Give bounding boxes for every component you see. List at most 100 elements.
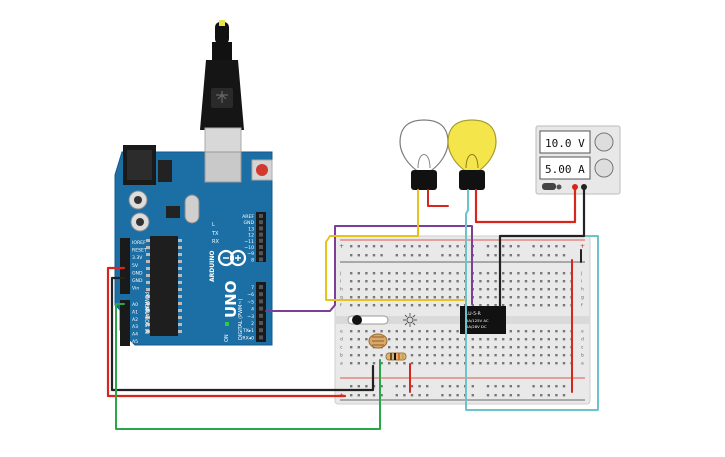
breadboard-hole[interactable] bbox=[380, 385, 383, 388]
breadboard-hole[interactable] bbox=[426, 385, 429, 388]
breadboard-hole[interactable] bbox=[547, 354, 550, 357]
breadboard-hole[interactable] bbox=[502, 346, 505, 349]
breadboard-hole[interactable] bbox=[448, 280, 452, 283]
header-pin[interactable] bbox=[259, 226, 263, 231]
breadboard-hole[interactable] bbox=[365, 338, 368, 341]
wire-black-gnd[interactable] bbox=[110, 276, 375, 392]
header-pin[interactable] bbox=[259, 328, 263, 333]
breadboard-hole[interactable] bbox=[418, 394, 421, 397]
power-supply[interactable]: 10.0 V 5.00 A bbox=[535, 125, 621, 195]
breadboard-hole[interactable] bbox=[540, 354, 543, 357]
breadboard-hole[interactable] bbox=[372, 304, 376, 307]
breadboard-hole[interactable] bbox=[357, 385, 360, 388]
breadboard-hole[interactable] bbox=[502, 245, 505, 248]
breadboard-hole[interactable] bbox=[494, 245, 497, 248]
breadboard-hole[interactable] bbox=[433, 354, 436, 357]
breadboard-hole[interactable] bbox=[433, 272, 436, 275]
breadboard-hole[interactable] bbox=[479, 280, 482, 283]
breadboard-hole[interactable] bbox=[418, 245, 421, 248]
breadboard-hole[interactable] bbox=[441, 330, 444, 333]
breadboard-hole[interactable] bbox=[486, 385, 490, 388]
breadboard-hole[interactable] bbox=[388, 346, 391, 349]
breadboard-hole[interactable] bbox=[403, 346, 406, 349]
breadboard-hole[interactable] bbox=[395, 254, 398, 257]
breadboard-hole[interactable] bbox=[448, 362, 452, 365]
breadboard-hole[interactable] bbox=[441, 394, 444, 397]
header-pin[interactable] bbox=[259, 245, 263, 249]
breadboard-hole[interactable] bbox=[350, 346, 353, 349]
breadboard-hole[interactable] bbox=[494, 304, 497, 307]
breadboard-hole[interactable] bbox=[441, 385, 444, 388]
breadboard-hole[interactable] bbox=[410, 362, 414, 365]
breadboard-hole[interactable] bbox=[562, 272, 566, 275]
breadboard-hole[interactable] bbox=[509, 394, 512, 397]
breadboard-hole[interactable] bbox=[395, 296, 398, 299]
wire-black-supply[interactable] bbox=[498, 186, 586, 308]
breadboard-hole[interactable] bbox=[532, 338, 535, 341]
power-switch[interactable] bbox=[542, 183, 556, 190]
header-pin[interactable] bbox=[259, 220, 263, 225]
breadboard-hole[interactable] bbox=[365, 254, 368, 257]
breadboard-hole[interactable] bbox=[350, 296, 353, 299]
breadboard-hole[interactable] bbox=[562, 280, 566, 283]
breadboard-hole[interactable] bbox=[350, 254, 353, 257]
breadboard-hole[interactable] bbox=[380, 362, 383, 365]
breadboard-hole[interactable] bbox=[410, 272, 414, 275]
breadboard-hole[interactable] bbox=[357, 394, 360, 397]
breadboard-hole[interactable] bbox=[562, 288, 566, 291]
breadboard-hole[interactable] bbox=[540, 296, 543, 299]
breadboard-hole[interactable] bbox=[395, 385, 398, 388]
breadboard-hole[interactable] bbox=[388, 338, 391, 341]
breadboard-hole[interactable] bbox=[441, 304, 444, 307]
breadboard-hole[interactable] bbox=[426, 330, 429, 333]
breadboard-hole[interactable] bbox=[555, 288, 558, 291]
breadboard-hole[interactable] bbox=[350, 338, 353, 341]
breadboard-hole[interactable] bbox=[562, 330, 566, 333]
breadboard-hole[interactable] bbox=[410, 288, 414, 291]
breadboard-hole[interactable] bbox=[486, 296, 490, 299]
breadboard-hole[interactable] bbox=[532, 272, 535, 275]
breadboard-hole[interactable] bbox=[509, 330, 512, 333]
breadboard-hole[interactable] bbox=[517, 330, 520, 333]
breadboard-hole[interactable] bbox=[372, 394, 376, 397]
breadboard-hole[interactable] bbox=[547, 346, 550, 349]
breadboard-hole[interactable] bbox=[441, 338, 444, 341]
breadboard-hole[interactable] bbox=[532, 296, 535, 299]
breadboard-hole[interactable] bbox=[418, 346, 421, 349]
breadboard-hole[interactable] bbox=[502, 304, 505, 307]
breadboard-hole[interactable] bbox=[410, 280, 414, 283]
breadboard-hole[interactable] bbox=[448, 296, 452, 299]
breadboard-hole[interactable] bbox=[380, 280, 383, 283]
breadboard-hole[interactable] bbox=[448, 385, 452, 388]
breadboard-hole[interactable] bbox=[448, 288, 452, 291]
breadboard-hole[interactable] bbox=[365, 272, 368, 275]
breadboard-hole[interactable] bbox=[456, 346, 459, 349]
breadboard-hole[interactable] bbox=[479, 354, 482, 357]
breadboard-hole[interactable] bbox=[517, 280, 520, 283]
breadboard-hole[interactable] bbox=[380, 304, 383, 307]
breadboard-hole[interactable] bbox=[388, 304, 391, 307]
breadboard-hole[interactable] bbox=[365, 354, 368, 357]
breadboard-hole[interactable] bbox=[532, 354, 535, 357]
breadboard-hole[interactable] bbox=[502, 338, 505, 341]
breadboard-hole[interactable] bbox=[365, 280, 368, 283]
header-pin[interactable] bbox=[259, 299, 263, 304]
header-pin[interactable] bbox=[259, 251, 263, 256]
wire-green-a0[interactable] bbox=[115, 303, 381, 430]
breadboard-hole[interactable] bbox=[418, 254, 421, 257]
breadboard-hole[interactable] bbox=[456, 394, 459, 397]
breadboard-hole[interactable] bbox=[479, 272, 482, 275]
breadboard-hole[interactable] bbox=[555, 354, 558, 357]
breadboard-hole[interactable] bbox=[509, 346, 512, 349]
breadboard-hole[interactable] bbox=[441, 288, 444, 291]
breadboard-hole[interactable] bbox=[479, 338, 482, 341]
breadboard-hole[interactable] bbox=[479, 288, 482, 291]
breadboard-hole[interactable] bbox=[410, 245, 414, 248]
breadboard-hole[interactable] bbox=[532, 394, 535, 397]
breadboard-hole[interactable] bbox=[502, 288, 505, 291]
breadboard-hole[interactable] bbox=[517, 245, 520, 248]
breadboard-hole[interactable] bbox=[403, 254, 406, 257]
breadboard-hole[interactable] bbox=[555, 362, 558, 365]
breadboard-hole[interactable] bbox=[540, 304, 543, 307]
breadboard-hole[interactable] bbox=[365, 296, 368, 299]
